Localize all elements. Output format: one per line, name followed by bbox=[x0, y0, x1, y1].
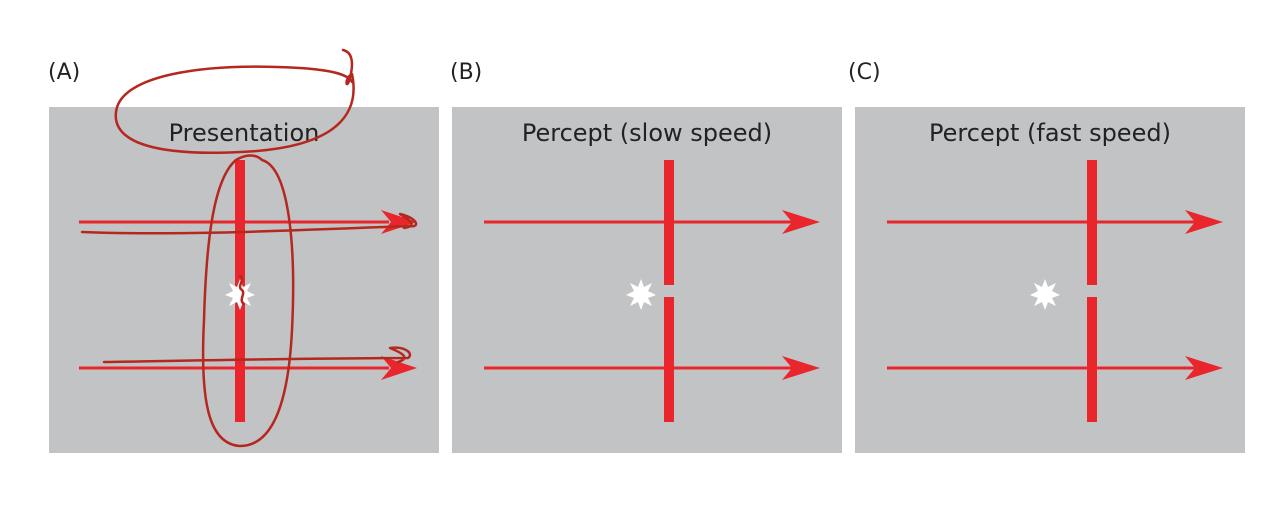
panel-b: Percept (slow speed) bbox=[452, 107, 842, 453]
flash-star-icon bbox=[1030, 279, 1060, 310]
panel-a-letter: (A) bbox=[48, 60, 81, 85]
panel-a: Presentation bbox=[49, 107, 439, 453]
moving-bar-upper-segment bbox=[1087, 160, 1097, 285]
panel-b-figure bbox=[484, 160, 820, 422]
flash-star-icon bbox=[225, 279, 255, 310]
arrow-right-icon bbox=[1185, 356, 1223, 380]
panel-c: Percept (fast speed) bbox=[855, 107, 1245, 453]
panel-c-letter: (C) bbox=[848, 60, 881, 85]
flash-star-icon bbox=[626, 279, 656, 310]
moving-bar-lower-segment bbox=[1087, 297, 1097, 422]
moving-bar-lower-segment bbox=[664, 297, 674, 422]
panel-c-figure bbox=[887, 160, 1223, 422]
panel-c-title: Percept (fast speed) bbox=[929, 119, 1171, 147]
arrow-right-icon bbox=[782, 356, 820, 380]
panel-a-figure bbox=[79, 160, 417, 422]
panel-b-title: Percept (slow speed) bbox=[521, 119, 773, 147]
arrow-right-icon bbox=[782, 210, 820, 234]
moving-bar-upper-segment bbox=[664, 160, 674, 285]
panel-b-letter: (B) bbox=[450, 60, 483, 85]
arrow-right-icon bbox=[1185, 210, 1223, 234]
